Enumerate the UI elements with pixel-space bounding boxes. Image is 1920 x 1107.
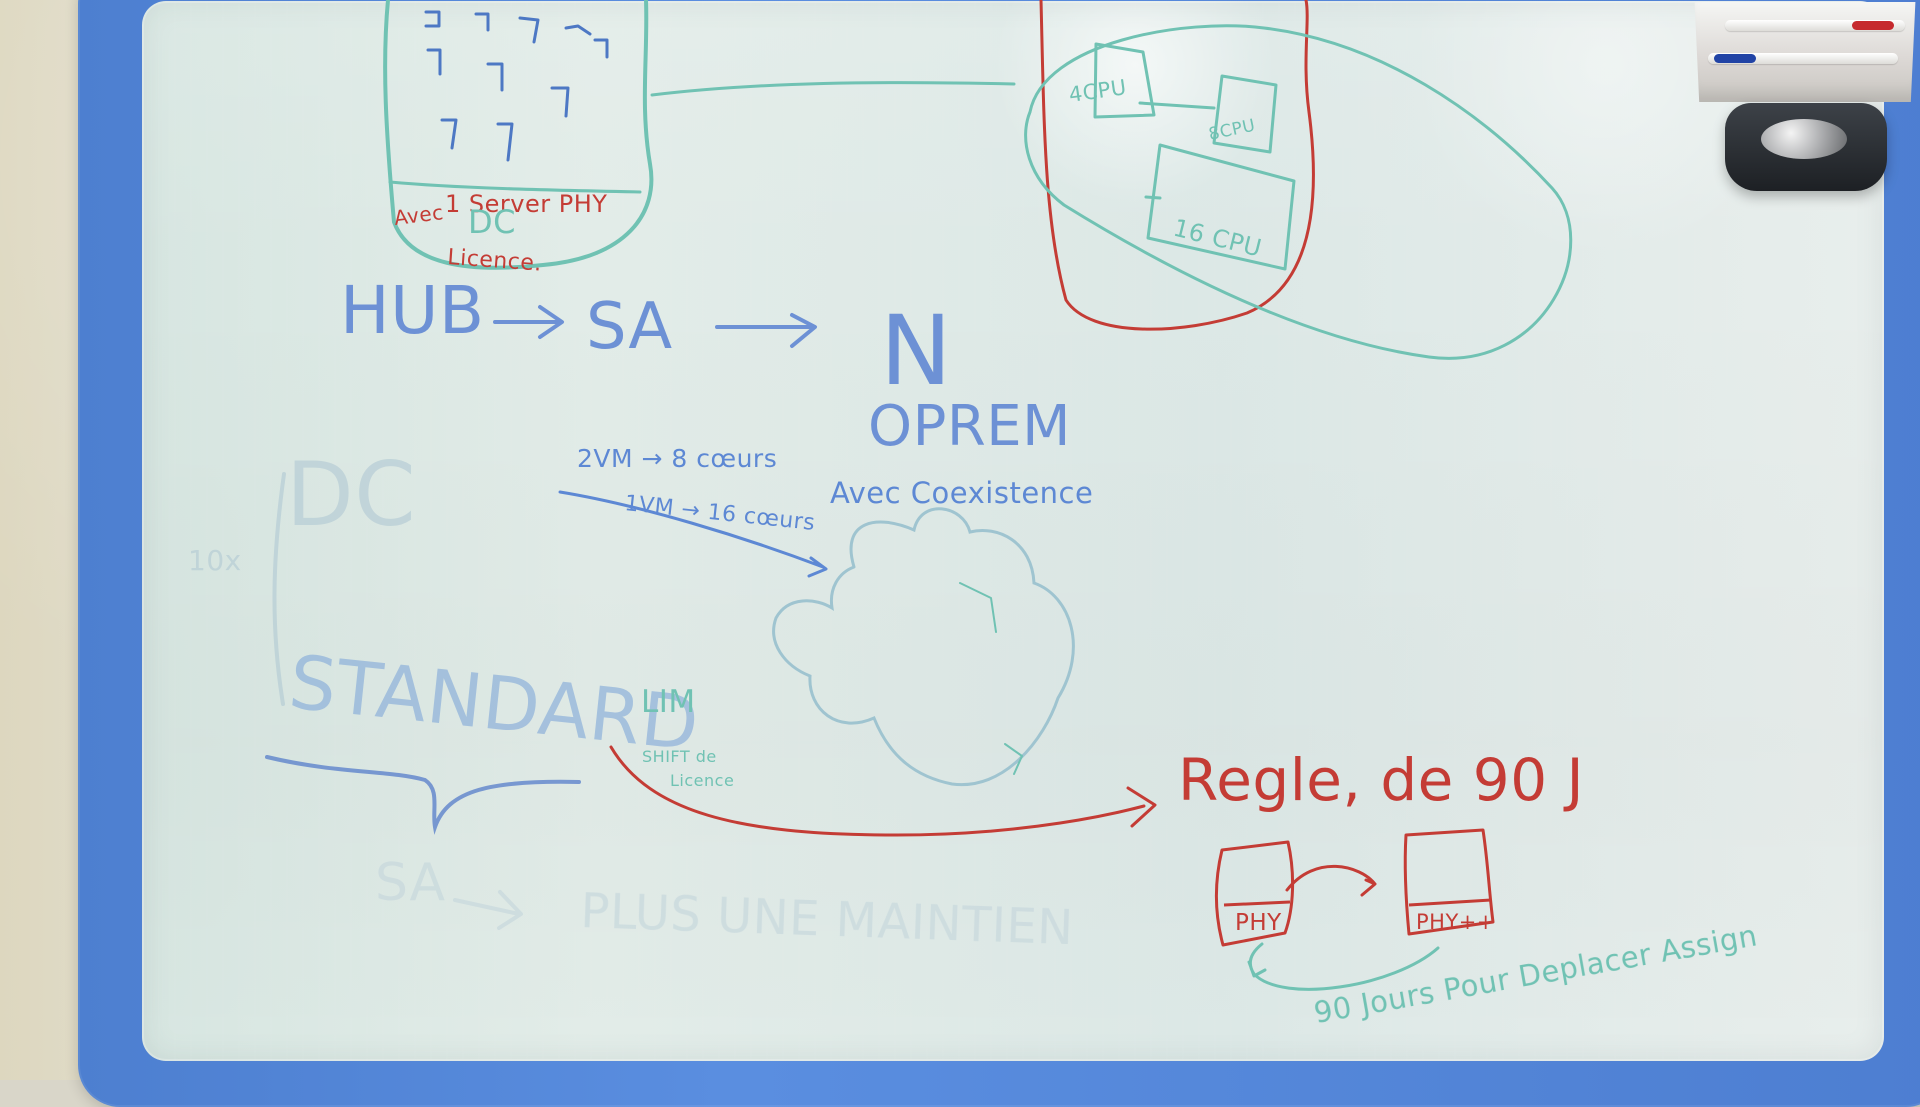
cpu-4-label: 4CPU	[1067, 75, 1128, 107]
marker-tray-base	[1690, 2, 1920, 102]
server-box	[385, 0, 651, 268]
days-note: 90 Jours Pour Deplacer Assign	[1311, 918, 1760, 1030]
avec-coexistence-label: Avec Coexistence	[830, 476, 1093, 510]
server-to-cpu-connector	[652, 83, 1014, 95]
cpu-zone: 4CPU 8CPU 16 CPU	[1026, 0, 1571, 358]
faint-count-label: 10x	[188, 544, 242, 577]
faint-left-notes: DC 10x STANDARD SA PLUS UNE MAINTIEN	[188, 443, 1075, 956]
phy-plus-label: PHY++	[1416, 910, 1495, 934]
rule-label: Regle, de 90 J	[1178, 746, 1584, 814]
hub-label: HUB	[340, 272, 485, 349]
blue-marker-icon	[1708, 53, 1898, 64]
hub-flow: HUB SA N OPREM	[340, 272, 1071, 459]
faint-cloud-sketch	[774, 509, 1074, 785]
server-text: 1 Server PHY Avec DC Licence.	[393, 190, 608, 277]
eraser-icon	[1725, 103, 1887, 191]
whiteboard-drawing: 1 Server PHY Avec DC Licence. 4CPU 8CPU …	[0, 0, 1920, 1080]
faint-bottom-sa: SA	[375, 853, 446, 913]
vm-line-1: 2VM → 8 cœurs	[577, 444, 777, 473]
faint-bottom-phrase: PLUS UNE MAINTIEN	[580, 883, 1075, 956]
faint-dc-label: DC	[286, 443, 416, 546]
cpu-8-label: 8CPU	[1207, 115, 1258, 144]
marker-tray	[1690, 2, 1920, 102]
server-avec: Avec	[393, 200, 445, 230]
rule-section: Regle, de 90 J PHY PHY++ 90 Jours Pour D…	[1178, 746, 1760, 1030]
red-marker-icon	[1725, 20, 1905, 31]
shift-licence-line-1: SHIFT de	[642, 747, 717, 766]
oprem-label: OPREM	[868, 394, 1071, 459]
sa-label: SA	[586, 290, 673, 364]
n-label: N	[880, 295, 952, 407]
lim-label: LIM	[641, 684, 696, 720]
phy-label: PHY	[1235, 910, 1282, 936]
server-dc: DC	[468, 203, 516, 241]
shift-licence-line-2: Licence	[670, 771, 734, 790]
license-shift-note: LIM SHIFT de Licence	[611, 684, 1155, 835]
vm-notes: 2VM → 8 cœurs 1VM → 16 cœurs Avec Coexis…	[560, 444, 1093, 576]
